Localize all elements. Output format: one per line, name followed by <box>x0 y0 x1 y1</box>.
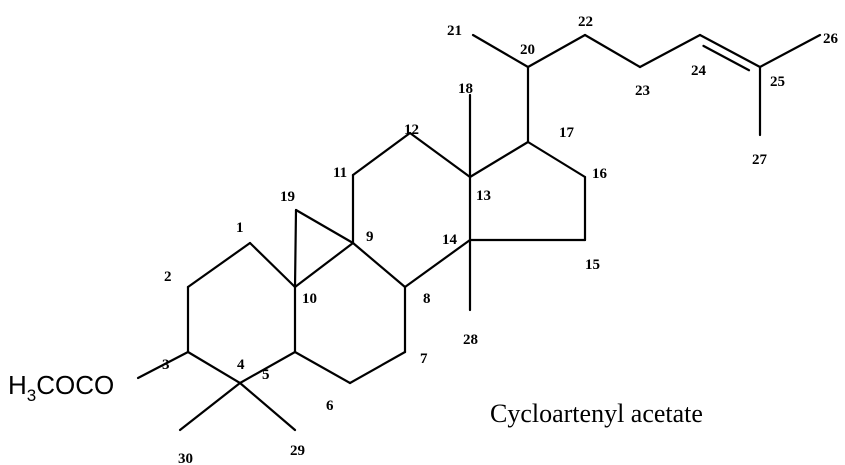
bond-c10-c1 <box>248 241 297 289</box>
atom-label-6: 6 <box>326 398 334 414</box>
bond-c9-c19 <box>294 208 355 245</box>
atom-label-3: 3 <box>162 357 170 373</box>
atom-label-8: 8 <box>423 291 431 307</box>
acetate-group-label: H3COCO <box>8 370 114 405</box>
bond-skeleton <box>136 33 822 432</box>
atom-label-19: 19 <box>280 189 295 205</box>
bond-c4-c5 <box>238 350 297 385</box>
bond-c3-c4 <box>186 350 242 385</box>
bond-c8-c9 <box>351 241 407 289</box>
atom-label-21: 21 <box>447 23 462 39</box>
atom-label-13: 13 <box>476 188 491 204</box>
acetate-suffix: COCO <box>36 370 114 400</box>
bond-c4-c30 <box>178 381 242 432</box>
bond-c24-c25 <box>698 33 762 69</box>
atom-label-22: 22 <box>578 14 593 30</box>
atom-label-27: 27 <box>752 152 768 168</box>
atom-label-18: 18 <box>458 81 473 97</box>
acetate-subscript: 3 <box>27 386 36 405</box>
molecule-name-caption: Cycloartenyl acetate <box>490 399 703 428</box>
atom-label-9: 9 <box>366 229 374 245</box>
bond-c22-c23 <box>583 33 642 69</box>
bond-c1-c2 <box>186 241 252 289</box>
atom-label-16: 16 <box>592 166 608 182</box>
bond-c6-c7 <box>348 350 407 385</box>
atom-label-24: 24 <box>691 63 707 79</box>
atom-label-26: 26 <box>823 31 839 47</box>
bond-c19-c10 <box>293 208 298 289</box>
bond-c5-c6 <box>293 350 352 385</box>
atom-label-23: 23 <box>635 83 650 99</box>
bond-c9-c10 <box>293 241 355 289</box>
bond-c17-c13 <box>468 140 530 179</box>
bond-c20-c22 <box>526 33 587 69</box>
atom-label-30: 30 <box>178 451 193 465</box>
bond-c25-c26 <box>758 33 822 69</box>
bond-c4-c29 <box>238 381 297 432</box>
atom-label-17: 17 <box>559 125 575 141</box>
bond-c11-c12 <box>351 131 412 177</box>
atom-label-12: 12 <box>404 122 419 138</box>
atom-label-14: 14 <box>442 232 458 248</box>
atom-label-11: 11 <box>333 165 347 181</box>
bond-c12-c13 <box>408 131 472 179</box>
atom-label-7: 7 <box>420 351 428 367</box>
atom-number-labels: 1 2 3 4 5 6 7 8 9 10 11 12 13 14 15 16 1… <box>162 14 839 465</box>
atom-label-28: 28 <box>463 332 478 348</box>
atom-label-20: 20 <box>520 42 535 58</box>
atom-label-29: 29 <box>290 443 305 459</box>
atom-label-25: 25 <box>770 74 785 90</box>
atom-label-4: 4 <box>237 357 245 373</box>
bond-c23-c24 <box>638 33 702 69</box>
bond-c3-o <box>136 350 190 380</box>
acetate-prefix: H <box>8 370 27 400</box>
bond-c20-c21 <box>471 33 530 69</box>
bond-c14-c8 <box>403 238 472 289</box>
atom-label-1: 1 <box>236 220 244 236</box>
bond-c24-c25-double <box>702 44 751 72</box>
atom-label-10: 10 <box>302 291 317 307</box>
atom-label-5: 5 <box>262 367 270 383</box>
atom-label-2: 2 <box>164 269 172 285</box>
atom-label-15: 15 <box>585 257 600 273</box>
bond-c16-c17 <box>526 140 587 179</box>
